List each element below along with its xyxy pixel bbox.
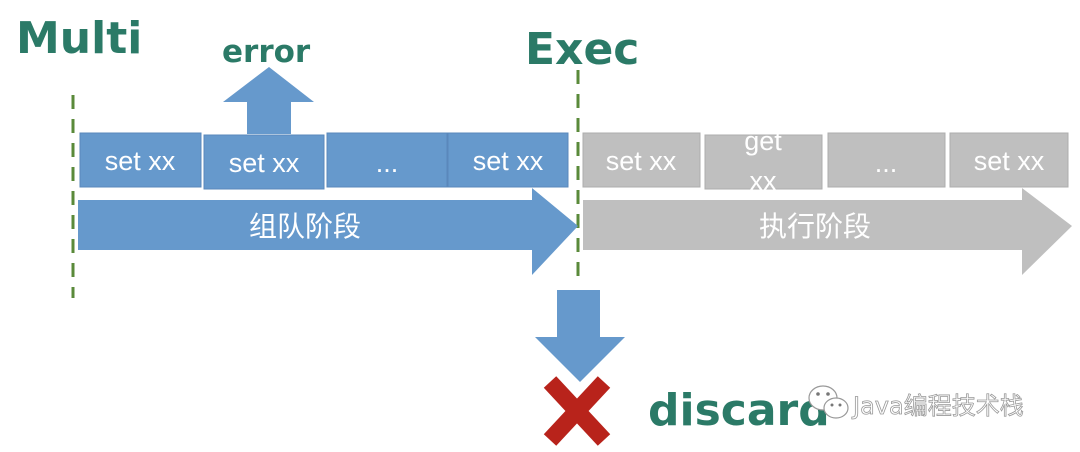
exec-phase-arrow (583, 188, 1072, 275)
multi-label: Multi (16, 13, 142, 64)
exec-command-box (704, 134, 823, 190)
queue-command-list: set xx set xx ... set xx (79, 132, 569, 190)
queue-command-box (203, 134, 325, 190)
queue-command-text: ... (376, 148, 399, 178)
exec-command-text: set xx (606, 146, 677, 176)
exec-command-box (949, 132, 1069, 188)
discard-label: discard (648, 385, 830, 436)
exec-command-text: ... (875, 148, 898, 178)
queue-command-box (326, 132, 448, 188)
queue-command-box (447, 132, 569, 188)
red-x-icon (543, 376, 611, 446)
exec-phase-label: 执行阶段 (759, 210, 871, 243)
exec-label: Exec (525, 24, 639, 75)
error-label: error (222, 34, 311, 70)
exec-command-box (827, 132, 946, 188)
queue-command-text: set xx (105, 146, 176, 176)
exec-command-text: set xx (974, 146, 1045, 176)
exec-command-text-line1: get (744, 126, 782, 156)
wechat-icon (808, 385, 849, 419)
queue-phase-arrow (78, 188, 578, 275)
error-up-arrow-icon (223, 67, 314, 134)
queue-command-box (79, 132, 202, 188)
discard-down-arrow-icon (535, 290, 625, 382)
exec-command-box (582, 132, 701, 188)
queue-command-text: set xx (229, 148, 300, 178)
queue-phase-label: 组队阶段 (249, 210, 361, 243)
exec-command-text-line2: xx (750, 166, 778, 196)
queue-command-text: set xx (473, 146, 544, 176)
watermark-text: Java编程技术栈 (851, 392, 1024, 420)
exec-command-list: set xx get xx ... set xx (582, 126, 1069, 196)
